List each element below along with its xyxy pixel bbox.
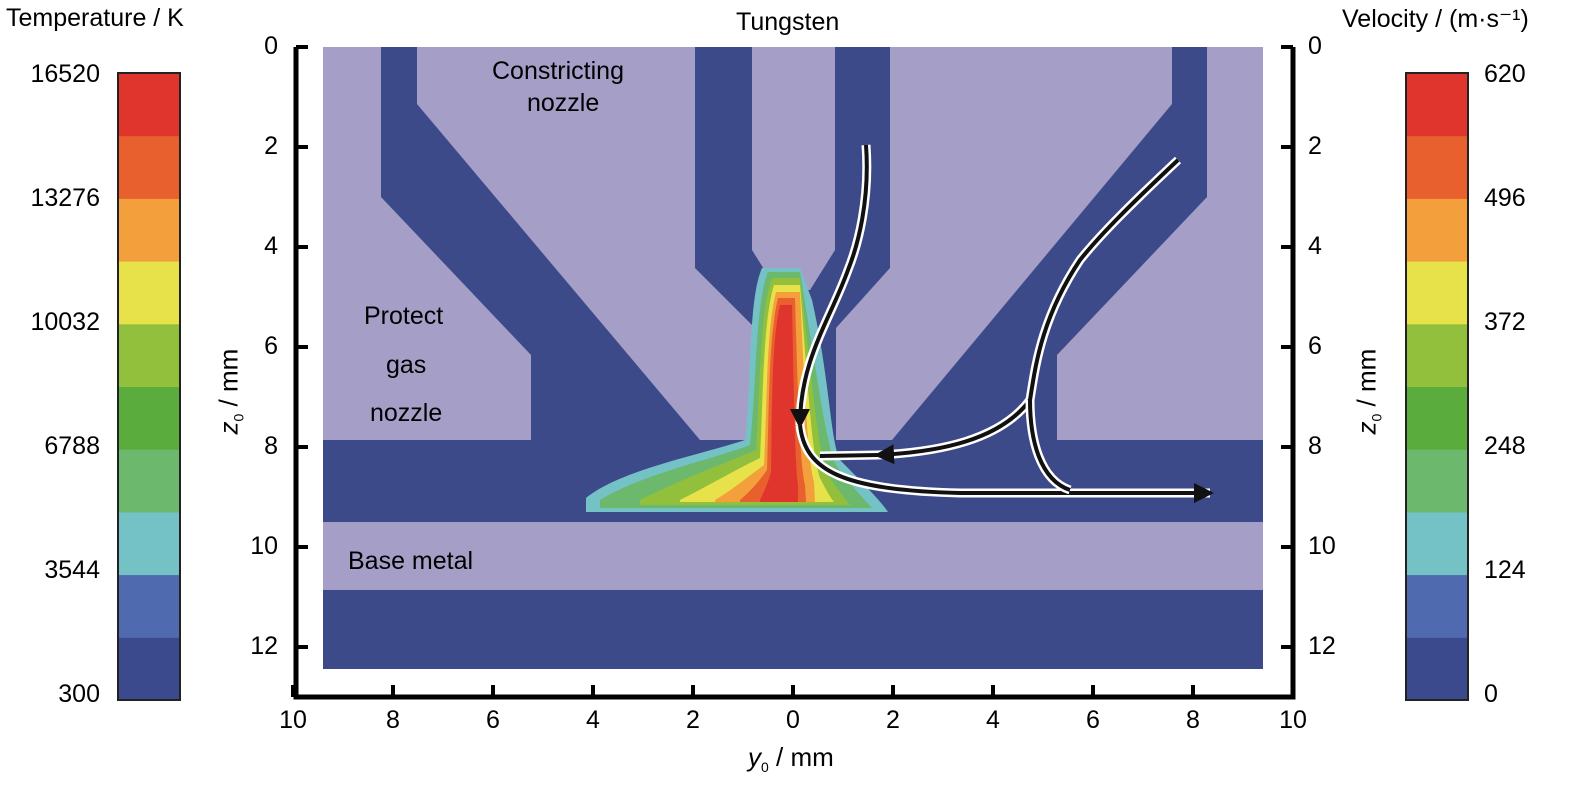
velocity-tick-label: 496 [1484, 184, 1526, 212]
velocity-tick-label: 0 [1484, 680, 1498, 708]
colorbar-segment [1406, 511, 1468, 576]
y-tick-label-left: 0 [264, 32, 278, 60]
colorbar-segment [118, 261, 180, 325]
colorbar-segment [1406, 198, 1468, 262]
axis-ticks [291, 45, 1295, 697]
base-metal-label: Base metal [348, 547, 474, 575]
constricting-nozzle-right [836, 47, 1172, 440]
y-tick-label-right: 10 [1308, 532, 1336, 560]
colorbar-border [117, 72, 181, 701]
y-tick-label-left: 8 [264, 432, 278, 460]
flow-arrows [790, 144, 1214, 503]
y-tick-label-right: 4 [1308, 232, 1322, 260]
constricting-nozzle-label-1: Constricting [492, 57, 624, 85]
temperature-tick-label: 10032 [30, 308, 100, 336]
protect-gas-nozzle-right [1057, 47, 1263, 440]
temperature-colorbar [117, 72, 181, 701]
flow-arrow-join [819, 453, 879, 458]
velocity-colorbar-title: Velocity / (m·s⁻¹) [1342, 5, 1529, 33]
colorbar-segment [118, 449, 180, 513]
protect-gas-nozzle-left [323, 47, 531, 440]
protect-gas-label-1: Protect [364, 302, 444, 330]
constricting-nozzle-left [417, 47, 755, 440]
y-axis-label-sub: 0 [230, 413, 247, 422]
colorbar-segment [1406, 261, 1468, 325]
y-axis-label-var-right: z [1351, 421, 1382, 435]
x-axis-label-unit: / mm [768, 742, 834, 772]
x-tick-label: 4 [586, 706, 600, 734]
temperature-tick-label: 13276 [30, 184, 100, 212]
x-tick-label: 8 [1186, 706, 1200, 734]
y-axis-label-left: z0 / mm [213, 349, 246, 435]
velocity-tick-label: 372 [1484, 308, 1526, 336]
temperature-tick-label: 3544 [44, 556, 100, 584]
colorbar-segment [118, 637, 180, 701]
colorbar-segment [1406, 135, 1468, 199]
x-tick-label: 10 [279, 706, 307, 734]
x-tick-label: 4 [986, 706, 1000, 734]
protect-gas-label-2: gas [386, 351, 427, 379]
colorbar-segment [118, 135, 180, 199]
y-tick-label-right: 8 [1308, 432, 1322, 460]
x-tick-label: 2 [686, 706, 700, 734]
colorbar-segment [118, 323, 180, 387]
y-tick-label-right: 0 [1308, 32, 1322, 60]
flow-arrow-outer [874, 158, 1180, 465]
colorbar-segment [1406, 386, 1468, 450]
y-axis-label-var: z [213, 421, 244, 435]
x-tick-label: 10 [1279, 706, 1307, 734]
temperature-tick-label: 6788 [44, 432, 100, 460]
y-axis-label-right: z0 / mm [1351, 349, 1384, 435]
constricting-nozzle-label-2: nozzle [527, 89, 600, 117]
y-axis-label-unit: / mm [213, 348, 244, 414]
y-tick-label-left: 2 [264, 132, 278, 160]
temperature-tick-label: 300 [58, 680, 100, 708]
x-axis-label-var: y [748, 742, 761, 772]
x-tick-label: 8 [386, 706, 400, 734]
colorbar-segment [1406, 323, 1468, 387]
y-tick-label-left: 12 [250, 632, 278, 660]
x-axis-label: y0 / mm [748, 742, 834, 775]
colorbar-segment [1406, 574, 1468, 638]
chart-title: Tungsten [736, 8, 840, 36]
x-tick-label: 0 [786, 706, 800, 734]
velocity-colorbar [1405, 72, 1469, 701]
y-tick-label-left: 6 [264, 332, 278, 360]
x-tick-label: 2 [886, 706, 900, 734]
flow-arrow-inner [790, 144, 869, 429]
y-tick-label-left: 10 [250, 532, 278, 560]
solid-regions [323, 47, 1263, 590]
x-tick-label: 6 [486, 706, 500, 734]
y-tick-label-right: 2 [1308, 132, 1322, 160]
colorbar-segment [118, 574, 180, 638]
y-tick-label-right: 12 [1308, 632, 1336, 660]
velocity-tick-label: 620 [1484, 60, 1526, 88]
colorbar-segment [118, 198, 180, 262]
protect-gas-label-3: nozzle [370, 399, 443, 427]
flow-arrow-outlet [798, 424, 1214, 503]
temperature-colorbar-title: Temperature / K [6, 4, 184, 32]
base-metal [323, 522, 1263, 590]
colorbar-segment [1406, 73, 1468, 137]
x-axis-label-sub: 0 [761, 759, 769, 776]
velocity-tick-label: 248 [1484, 432, 1526, 460]
y-axis-label-sub-right: 0 [1368, 413, 1385, 422]
velocity-tick-label: 124 [1484, 556, 1526, 584]
colorbar-border [1405, 72, 1469, 701]
y-tick-label-right: 6 [1308, 332, 1322, 360]
colorbar-segment [1406, 449, 1468, 513]
colorbar-segment [118, 511, 180, 576]
colorbar-segment [118, 73, 180, 137]
colorbar-segment [1406, 637, 1468, 701]
x-tick-label: 6 [1086, 706, 1100, 734]
flow-arrow-branch [1028, 399, 1071, 492]
colorbar-segment [118, 386, 180, 450]
y-tick-label-left: 4 [264, 232, 278, 260]
temperature-tick-label: 16520 [30, 60, 100, 88]
tungsten-electrode [752, 47, 835, 290]
y-axis-label-unit-right: / mm [1351, 348, 1382, 414]
